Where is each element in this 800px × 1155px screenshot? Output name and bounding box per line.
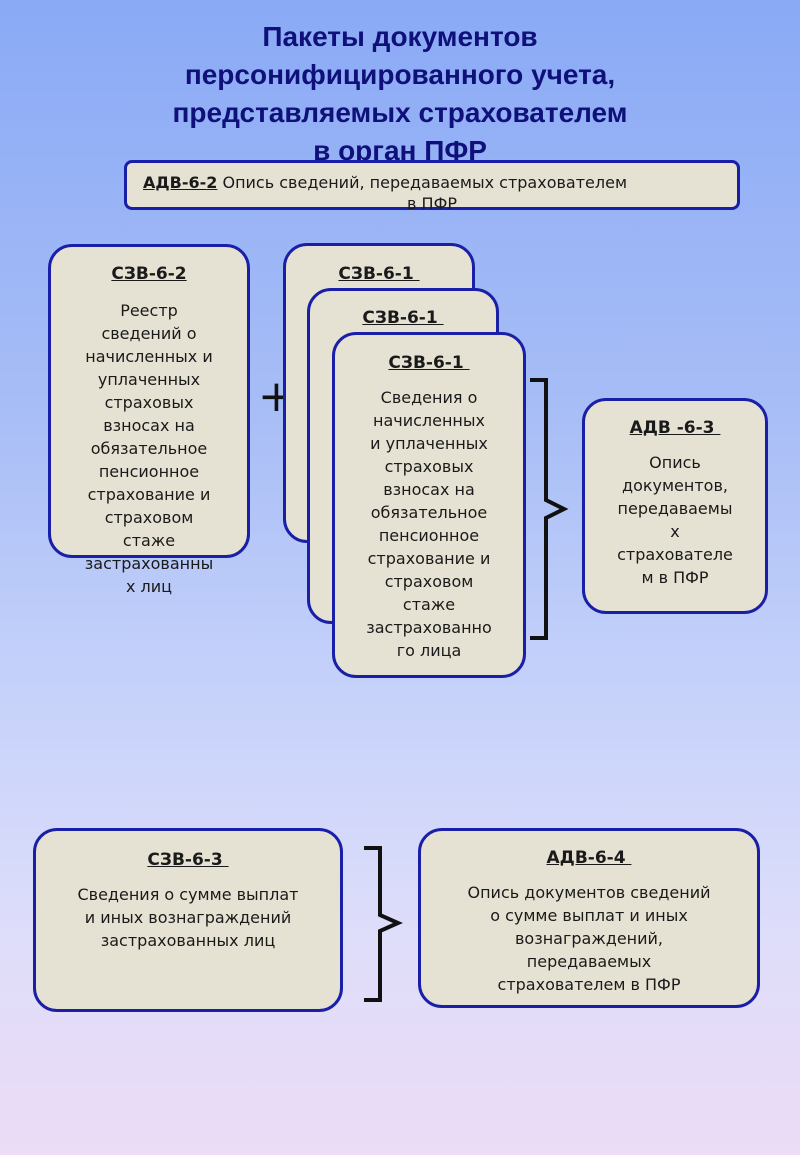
adv-6-3-description: Опись документов, передаваемы х страхова… bbox=[585, 451, 765, 589]
text-line: Опись bbox=[649, 453, 701, 472]
text-line: го лица bbox=[396, 641, 462, 660]
text-line: х bbox=[670, 522, 680, 541]
adv-6-2-text-line2: в ПФР bbox=[407, 194, 457, 213]
title-line: представляемых страхователем bbox=[172, 97, 628, 128]
text-line: страхователе bbox=[617, 545, 733, 564]
adv-6-4-box: АДВ-6-4 Опись документов сведений о сумм… bbox=[418, 828, 760, 1008]
text-line: страхование и bbox=[367, 549, 491, 568]
text-line: обязательное bbox=[370, 503, 488, 522]
text-line: застрахованных лиц bbox=[100, 931, 276, 950]
adv-6-2-code-suffix: 2 bbox=[206, 173, 218, 192]
text-line: пенсионное bbox=[378, 526, 480, 545]
text-line: взносах на bbox=[103, 416, 195, 435]
text-line: стаже bbox=[122, 531, 176, 550]
text-line: вознаграждений, bbox=[514, 929, 664, 948]
text-line: сведений о bbox=[101, 324, 197, 343]
text-line: документов, bbox=[622, 476, 728, 495]
text-line: начисленных и bbox=[85, 347, 213, 366]
text-line: страховом bbox=[384, 572, 474, 591]
text-line: о сумме выплат и иных bbox=[490, 906, 688, 925]
szv-6-2-description: Реестр сведений о начисленных и уплаченн… bbox=[51, 299, 247, 598]
text-line: Опись документов сведений bbox=[467, 883, 711, 902]
title-line: персонифицированного учета, bbox=[184, 59, 616, 90]
szv-6-3-box: СЗВ-6-3 Сведения о сумме выплат и иных в… bbox=[33, 828, 343, 1012]
text-line: страховых bbox=[384, 457, 474, 476]
text-line: застрахованно bbox=[366, 618, 492, 637]
adv-6-3-code: АДВ -6-3 bbox=[629, 418, 721, 438]
szv-6-3-description: Сведения о сумме выплат и иных вознаграж… bbox=[36, 883, 340, 952]
text-line: х лиц bbox=[125, 577, 173, 596]
text-line: м в ПФР bbox=[641, 568, 709, 587]
szv-6-1-description: Сведения о начисленных и уплаченных стра… bbox=[335, 386, 523, 662]
szv-6-2-code: СЗВ-6-2 bbox=[111, 264, 187, 284]
adv-6-2-code: АДВ-6-2 bbox=[143, 173, 217, 192]
text-line: Сведения о bbox=[380, 388, 478, 407]
szv-6-1-front-code: СЗВ-6-1 bbox=[388, 353, 470, 373]
adv-6-2-box: АДВ-6-2 Опись сведений, передаваемых стр… bbox=[124, 160, 740, 213]
szv-6-1-middle-code: СЗВ-6-1 bbox=[362, 308, 444, 328]
text-line: пенсионное bbox=[98, 462, 200, 481]
text-line: Сведения о сумме выплат bbox=[77, 885, 299, 904]
text-line: уплаченных bbox=[97, 370, 201, 389]
right-brace-upper bbox=[530, 378, 569, 640]
right-brace-lower bbox=[364, 846, 403, 1002]
text-line: страховом bbox=[104, 508, 194, 527]
text-line: взносах на bbox=[383, 480, 475, 499]
text-line: Реестр bbox=[120, 301, 178, 320]
text-line: застрахованны bbox=[84, 554, 214, 573]
szv-6-1-back-code: СЗВ-6-1 bbox=[338, 264, 420, 284]
text-line: передаваемы bbox=[617, 499, 733, 518]
text-line: страхование и bbox=[87, 485, 211, 504]
adv-6-2-text: Опись сведений, передаваемых страховател… bbox=[217, 173, 628, 192]
text-line: страховых bbox=[104, 393, 194, 412]
text-line: стаже bbox=[402, 595, 456, 614]
szv-6-2-box: СЗВ-6-2 Реестр сведений о начисленных и … bbox=[48, 244, 250, 596]
diagram-title: Пакеты документов персонифицированного у… bbox=[60, 18, 740, 170]
adv-6-3-box: АДВ -6-3 Опись документов, передаваемы х… bbox=[582, 398, 768, 614]
szv-6-1-front-card: СЗВ-6-1 Сведения о начисленных и уплачен… bbox=[332, 332, 526, 678]
text-line: начисленных bbox=[372, 411, 485, 430]
title-line: Пакеты документов bbox=[262, 21, 538, 52]
text-line: передаваемых bbox=[526, 952, 652, 971]
text-line: обязательное bbox=[90, 439, 208, 458]
text-line: и иных вознаграждений bbox=[84, 908, 292, 927]
adv-6-2-code-prefix: АДВ-6- bbox=[143, 173, 207, 192]
adv-6-4-code: АДВ-6-4 bbox=[546, 848, 632, 868]
adv-6-4-description: Опись документов сведений о сумме выплат… bbox=[421, 881, 757, 996]
text-line: и уплаченных bbox=[370, 434, 488, 453]
text-line: страхователем в ПФР bbox=[497, 975, 681, 994]
szv-6-3-code: СЗВ-6-3 bbox=[147, 850, 229, 870]
